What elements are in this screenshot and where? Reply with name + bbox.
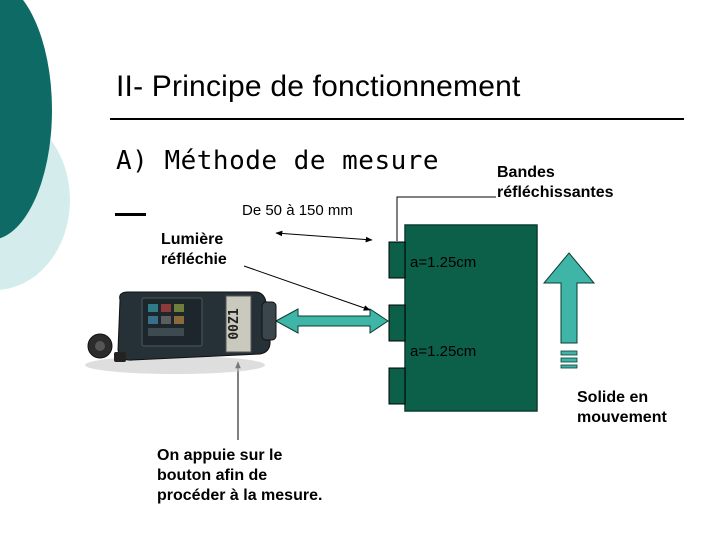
label-on-appuie: On appuie sur le bouton afin de procéder…	[157, 446, 322, 506]
keypad-key	[148, 304, 158, 312]
label-line: Solide en	[577, 389, 649, 406]
keypad-key	[161, 316, 171, 324]
title-divider	[110, 118, 684, 120]
label-line: procéder à la mesure.	[157, 487, 323, 504]
keypad-key	[161, 304, 171, 312]
label-solide-en-mouvement: Solide en mouvement	[577, 388, 667, 428]
label-line: réfléchie	[161, 251, 227, 268]
label-range: De 50 à 150 mm	[242, 202, 353, 219]
slide-title: II- Principe de fonctionnement	[116, 70, 521, 103]
reflective-strip	[388, 367, 406, 405]
keypad-key	[174, 304, 184, 312]
label-lumiere-reflechie: Lumière réfléchie	[161, 230, 227, 270]
double-arrow-icon	[274, 308, 389, 334]
reflective-strip	[388, 304, 406, 342]
keypad-key	[174, 316, 184, 324]
label-line: Bandes	[497, 164, 555, 181]
label-bandes-reflechissantes: Bandes réfléchissantes	[497, 163, 614, 203]
deco-circle-dark	[0, 0, 52, 239]
label-line: On appuie sur le	[157, 447, 283, 464]
label-line: bouton afin de	[157, 467, 268, 484]
device-sensor-head	[261, 301, 277, 341]
reflective-strip	[388, 241, 406, 279]
device-lcd	[225, 295, 252, 353]
device-lcd-readout: 00Z1	[227, 308, 242, 339]
moving-solid	[388, 224, 538, 412]
device-shadow	[85, 356, 265, 374]
up-arrow-icon	[542, 252, 596, 369]
label-line: mouvement	[577, 409, 667, 426]
device-accessory-tip	[114, 352, 126, 362]
tachometer-device: 00Z1	[85, 291, 277, 374]
label-spacing-top: a=1.25cm	[410, 254, 477, 271]
device-accessory-hub	[95, 341, 105, 351]
label-spacing-bottom: a=1.25cm	[410, 343, 477, 360]
bullet-dash	[115, 213, 146, 216]
bandes-leader-line	[396, 196, 496, 241]
keypad-key	[148, 316, 158, 324]
label-line: Lumière	[161, 231, 224, 248]
label-line: réfléchissantes	[497, 184, 614, 201]
keypad-key	[148, 328, 184, 336]
solid-body	[404, 224, 538, 412]
slide-subtitle: A) Méthode de mesure	[116, 146, 440, 176]
reflected-light-arrow	[243, 265, 371, 311]
range-arrow	[275, 230, 373, 243]
